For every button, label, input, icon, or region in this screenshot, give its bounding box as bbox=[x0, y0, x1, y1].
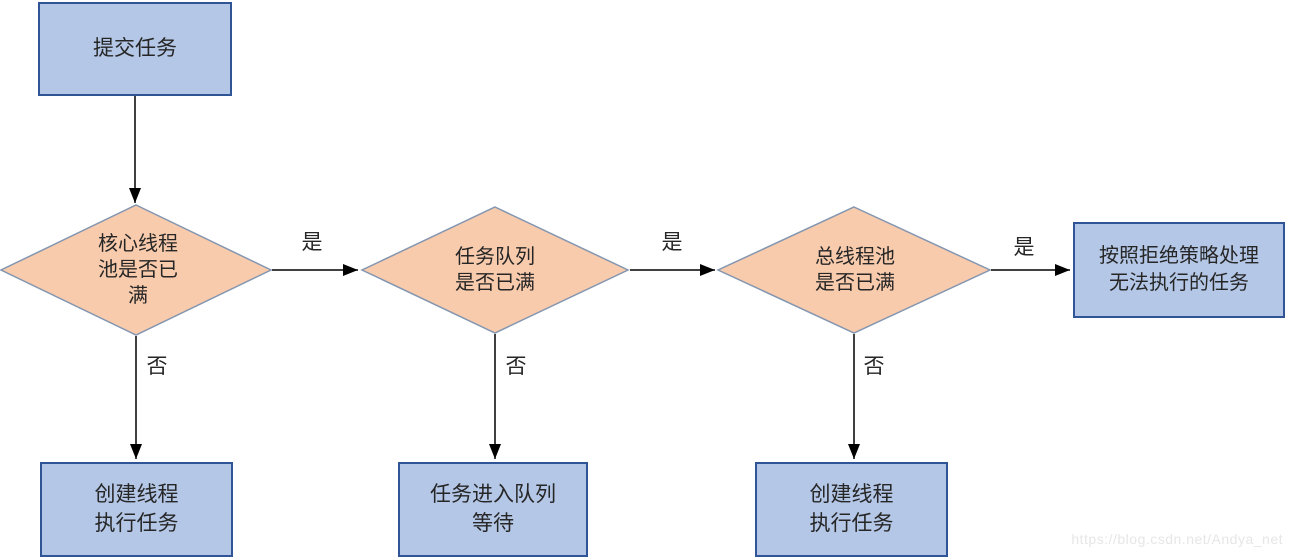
edge-label-no-2: 否 bbox=[503, 350, 529, 380]
node-submit-task: 提交任务 bbox=[38, 2, 232, 96]
edge-label-yes-1: 是 bbox=[299, 226, 325, 256]
diamond-task-queue-shape bbox=[360, 206, 630, 334]
node-create-thread-left: 创建线程 执行任务 bbox=[40, 462, 233, 557]
edge-label-yes-3: 是 bbox=[1011, 231, 1037, 261]
edge-label-no-3: 否 bbox=[861, 350, 887, 380]
edge-label-yes-2: 是 bbox=[659, 226, 685, 256]
diamond-core-pool-shape bbox=[0, 204, 273, 336]
edge-label-no-1: 否 bbox=[144, 350, 170, 380]
diamond-total-pool-shape bbox=[716, 206, 992, 334]
node-reject-policy: 按照拒绝策略处理 无法执行的任务 bbox=[1073, 222, 1285, 318]
node-queue-wait: 任务进入队列 等待 bbox=[398, 462, 588, 557]
node-create-thread-right: 创建线程 执行任务 bbox=[755, 462, 948, 557]
watermark-url: https://blog.csdn.net/Andya_net bbox=[1071, 531, 1283, 547]
